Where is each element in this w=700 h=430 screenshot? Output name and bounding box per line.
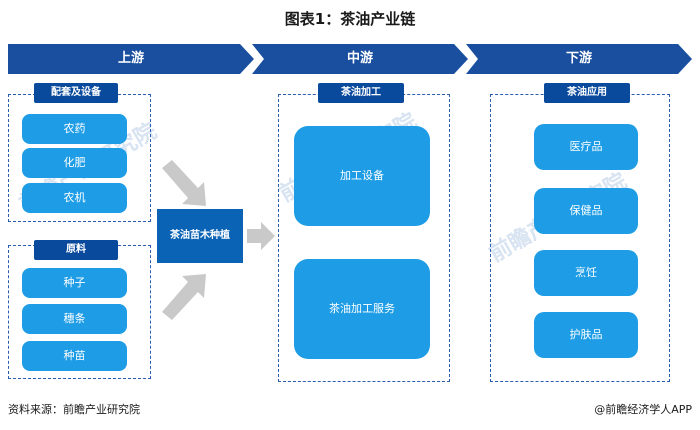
stage-upstream: 上游	[8, 44, 254, 74]
planting-box: 茶油苗木种植	[157, 209, 243, 263]
arrow-materials-to-planting	[162, 274, 206, 320]
equipment-item-pesticide: 农药	[22, 114, 127, 144]
stage-downstream-arrow-shape	[466, 44, 692, 74]
stage-midstream: 中游	[252, 44, 468, 74]
equipment-tag: 配套及设备	[34, 83, 118, 103]
brand-credit: @前瞻经济学人APP	[594, 403, 692, 416]
equipment-item-fertilizer: 化肥	[22, 148, 127, 178]
application-item-skincare: 护肤品	[534, 312, 638, 358]
materials-item-seed: 种子	[22, 268, 127, 298]
materials-tag: 原料	[34, 240, 118, 260]
stage-downstream-label: 下游	[565, 51, 592, 66]
processing-item-service: 茶油加工服务	[294, 259, 430, 359]
equipment-item-machinery: 农机	[22, 183, 127, 213]
application-tag: 茶油应用	[544, 83, 630, 103]
application-item-health: 保健品	[534, 188, 638, 234]
materials-item-seedling: 种苗	[22, 341, 127, 371]
application-item-medical: 医疗品	[534, 124, 638, 170]
stage-midstream-label: 中游	[346, 51, 373, 66]
arrow-planting-to-processing	[247, 222, 275, 250]
stage-downstream: 下游	[466, 44, 692, 74]
processing-tag: 茶油加工	[318, 83, 404, 103]
page-title: 图表1：茶油产业链	[284, 10, 416, 28]
materials-item-scion: 穗条	[22, 304, 127, 334]
stage-upstream-label: 上游	[117, 51, 144, 66]
source-note: 资料来源：前瞻产业研究院	[8, 403, 140, 416]
processing-item-equipment: 加工设备	[294, 126, 430, 226]
application-item-cooking: 烹饪	[534, 250, 638, 296]
stage-midstream-arrow-shape	[252, 44, 468, 74]
stage-upstream-arrow-shape	[8, 44, 254, 74]
arrow-equipment-to-planting	[162, 160, 206, 206]
